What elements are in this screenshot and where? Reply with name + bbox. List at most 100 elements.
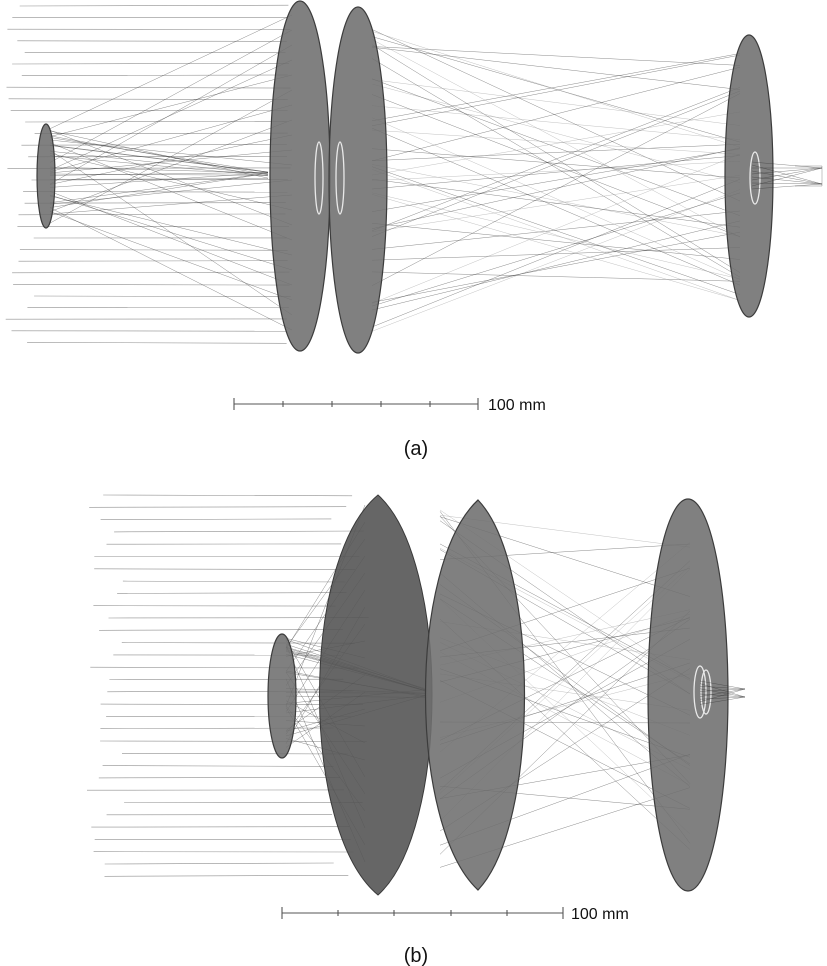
ray-segment bbox=[371, 223, 741, 260]
ray-segment bbox=[751, 167, 823, 181]
ray-segment bbox=[49, 14, 293, 129]
ray-segment bbox=[371, 94, 741, 237]
panel-a-secondary-mirror bbox=[36, 123, 56, 229]
ray-segment bbox=[114, 530, 365, 533]
ray-segment bbox=[117, 592, 347, 594]
ray-segment bbox=[371, 93, 741, 286]
panel-a-scale-bar: 100 mm bbox=[233, 397, 546, 414]
ray-segment bbox=[751, 167, 823, 175]
ray-segment bbox=[371, 79, 741, 126]
ray-segment bbox=[107, 690, 353, 693]
ray-segment bbox=[6, 86, 291, 89]
ray-segment bbox=[371, 53, 741, 122]
ray-segment bbox=[371, 178, 741, 228]
ray-segment bbox=[371, 155, 741, 190]
ray-segment bbox=[699, 688, 746, 697]
ray-segment bbox=[49, 134, 293, 185]
ray-segment bbox=[699, 688, 746, 703]
ray-segment bbox=[8, 98, 288, 100]
ray-segment bbox=[49, 211, 293, 301]
ray-segment bbox=[371, 194, 741, 301]
ray-segment bbox=[699, 680, 746, 690]
ray-segment bbox=[49, 155, 269, 177]
ray-segment bbox=[12, 271, 290, 274]
ray-segment bbox=[34, 295, 291, 298]
ray-segment bbox=[49, 130, 269, 179]
ray-segment bbox=[751, 167, 823, 187]
ray-segment bbox=[49, 153, 293, 211]
ray-segment bbox=[49, 104, 293, 173]
ray-segment bbox=[371, 153, 741, 304]
ray-segment bbox=[371, 54, 741, 127]
ray-segment bbox=[102, 765, 334, 767]
ray-segment bbox=[103, 494, 353, 497]
ray-segment bbox=[100, 518, 332, 520]
ray-segment bbox=[371, 46, 741, 66]
panel-b-rear-element bbox=[647, 498, 729, 892]
ray-segment bbox=[751, 161, 823, 169]
ray-segment bbox=[371, 44, 741, 273]
ray-segment bbox=[371, 58, 741, 278]
ray-segment bbox=[371, 178, 741, 328]
ray-segment bbox=[371, 166, 741, 295]
ray-segment bbox=[371, 90, 741, 237]
ray-segment bbox=[104, 862, 334, 865]
ray-segment bbox=[18, 260, 288, 262]
ray-segment bbox=[371, 160, 741, 181]
ray-segment bbox=[89, 506, 347, 508]
ray-segment bbox=[371, 164, 741, 237]
ray-segment bbox=[49, 135, 269, 176]
ray-segment bbox=[49, 194, 293, 215]
ray-segment bbox=[121, 752, 349, 755]
ray-segment bbox=[23, 191, 288, 193]
ray-segment bbox=[371, 192, 741, 307]
ray-segment bbox=[371, 39, 741, 238]
ray-segment bbox=[371, 189, 741, 332]
ray-segment bbox=[371, 66, 741, 162]
ray-segment bbox=[371, 87, 741, 232]
ray-segment bbox=[49, 207, 293, 331]
panel-b-scale-label: 100 mm bbox=[571, 906, 629, 923]
ray-segment bbox=[371, 271, 741, 282]
ray-segment bbox=[751, 183, 823, 190]
panel-b-scale-bar: 100 mm bbox=[281, 906, 629, 923]
ray-segment bbox=[49, 142, 293, 241]
ray-segment bbox=[371, 210, 741, 250]
ray-segment bbox=[34, 132, 288, 134]
panel-b-second-lens bbox=[424, 499, 525, 891]
ray-segment bbox=[371, 129, 741, 155]
ray-segment bbox=[31, 179, 288, 181]
panel-b-primary-lens bbox=[319, 494, 433, 896]
ray-segment bbox=[371, 231, 741, 303]
panel-b-lens-system: 100 mm (b) bbox=[86, 494, 746, 966]
panel-a-lens-system: 100 mm (a) bbox=[5, 0, 823, 460]
ray-segment bbox=[371, 78, 741, 216]
ray-segment bbox=[49, 137, 269, 173]
ray-segment bbox=[19, 249, 288, 251]
ray-segment bbox=[94, 568, 356, 570]
panel-a-caption: (a) bbox=[404, 438, 428, 460]
ray-segment bbox=[49, 74, 293, 137]
ray-segment bbox=[12, 63, 290, 65]
ray-segment bbox=[49, 172, 269, 208]
ray-segment bbox=[49, 149, 293, 174]
ray-segment bbox=[371, 105, 741, 140]
ray-segment bbox=[49, 130, 293, 226]
ray-segment bbox=[371, 247, 741, 261]
panel-b-secondary-mirror bbox=[267, 633, 297, 759]
ray-segment bbox=[27, 342, 287, 344]
ray-segment bbox=[371, 169, 741, 301]
ray-segment bbox=[49, 59, 293, 171]
ray-segment bbox=[49, 195, 293, 256]
ray-segment bbox=[49, 150, 269, 175]
ray-segment bbox=[371, 46, 741, 90]
ray-segment bbox=[49, 44, 293, 185]
ray-segment bbox=[49, 119, 293, 212]
ray-segment bbox=[699, 688, 746, 692]
ray-segment bbox=[49, 29, 293, 163]
ray-segment bbox=[21, 144, 288, 146]
ray-segment bbox=[371, 174, 741, 233]
ray-segment bbox=[100, 727, 334, 730]
ray-segment bbox=[24, 202, 286, 204]
